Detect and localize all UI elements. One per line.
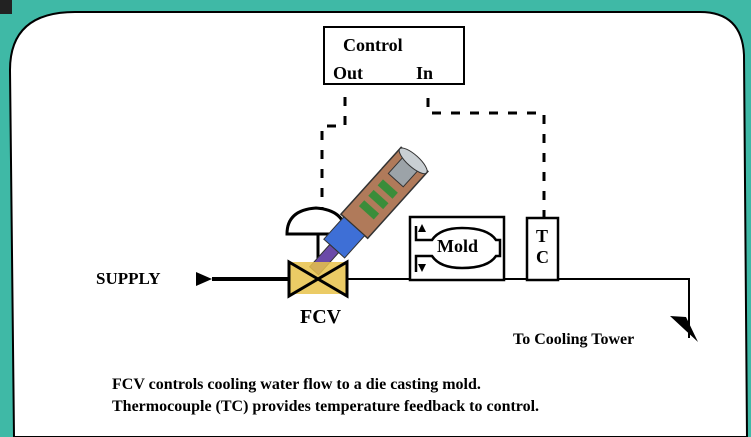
tc-label-t: T: [536, 226, 549, 246]
control-box: [323, 26, 465, 85]
control-in-signal-line: [426, 98, 546, 219]
thermocouple-box: [525, 216, 560, 282]
cooling-tower-label: To Cooling Tower: [513, 331, 635, 348]
control-in-label: In: [416, 63, 434, 83]
mold-flow-arrow-down: [418, 264, 426, 272]
return-pipe: [558, 278, 690, 338]
mold-label: Mold: [437, 236, 479, 256]
supply-arrow: [196, 272, 212, 286]
control-title: Control: [343, 35, 403, 55]
supply-label: SUPPLY: [96, 269, 161, 288]
tc-label-c: C: [536, 247, 549, 267]
caption-line-2: Thermocouple (TC) provides temperature f…: [112, 398, 540, 415]
control-out-signal-line: [320, 97, 347, 212]
corner-marker: [0, 0, 12, 14]
fcv-valve-symbol: [287, 259, 349, 299]
fcv-label: FCV: [300, 306, 342, 328]
mold-box: [408, 215, 506, 282]
mold-flow-arrow-up: [418, 224, 426, 232]
caption-line-1: FCV controls cooling water flow to a die…: [112, 376, 481, 393]
tower-arrow: [670, 316, 698, 342]
control-out-label: Out: [333, 63, 364, 83]
mold-channel: [414, 226, 502, 272]
